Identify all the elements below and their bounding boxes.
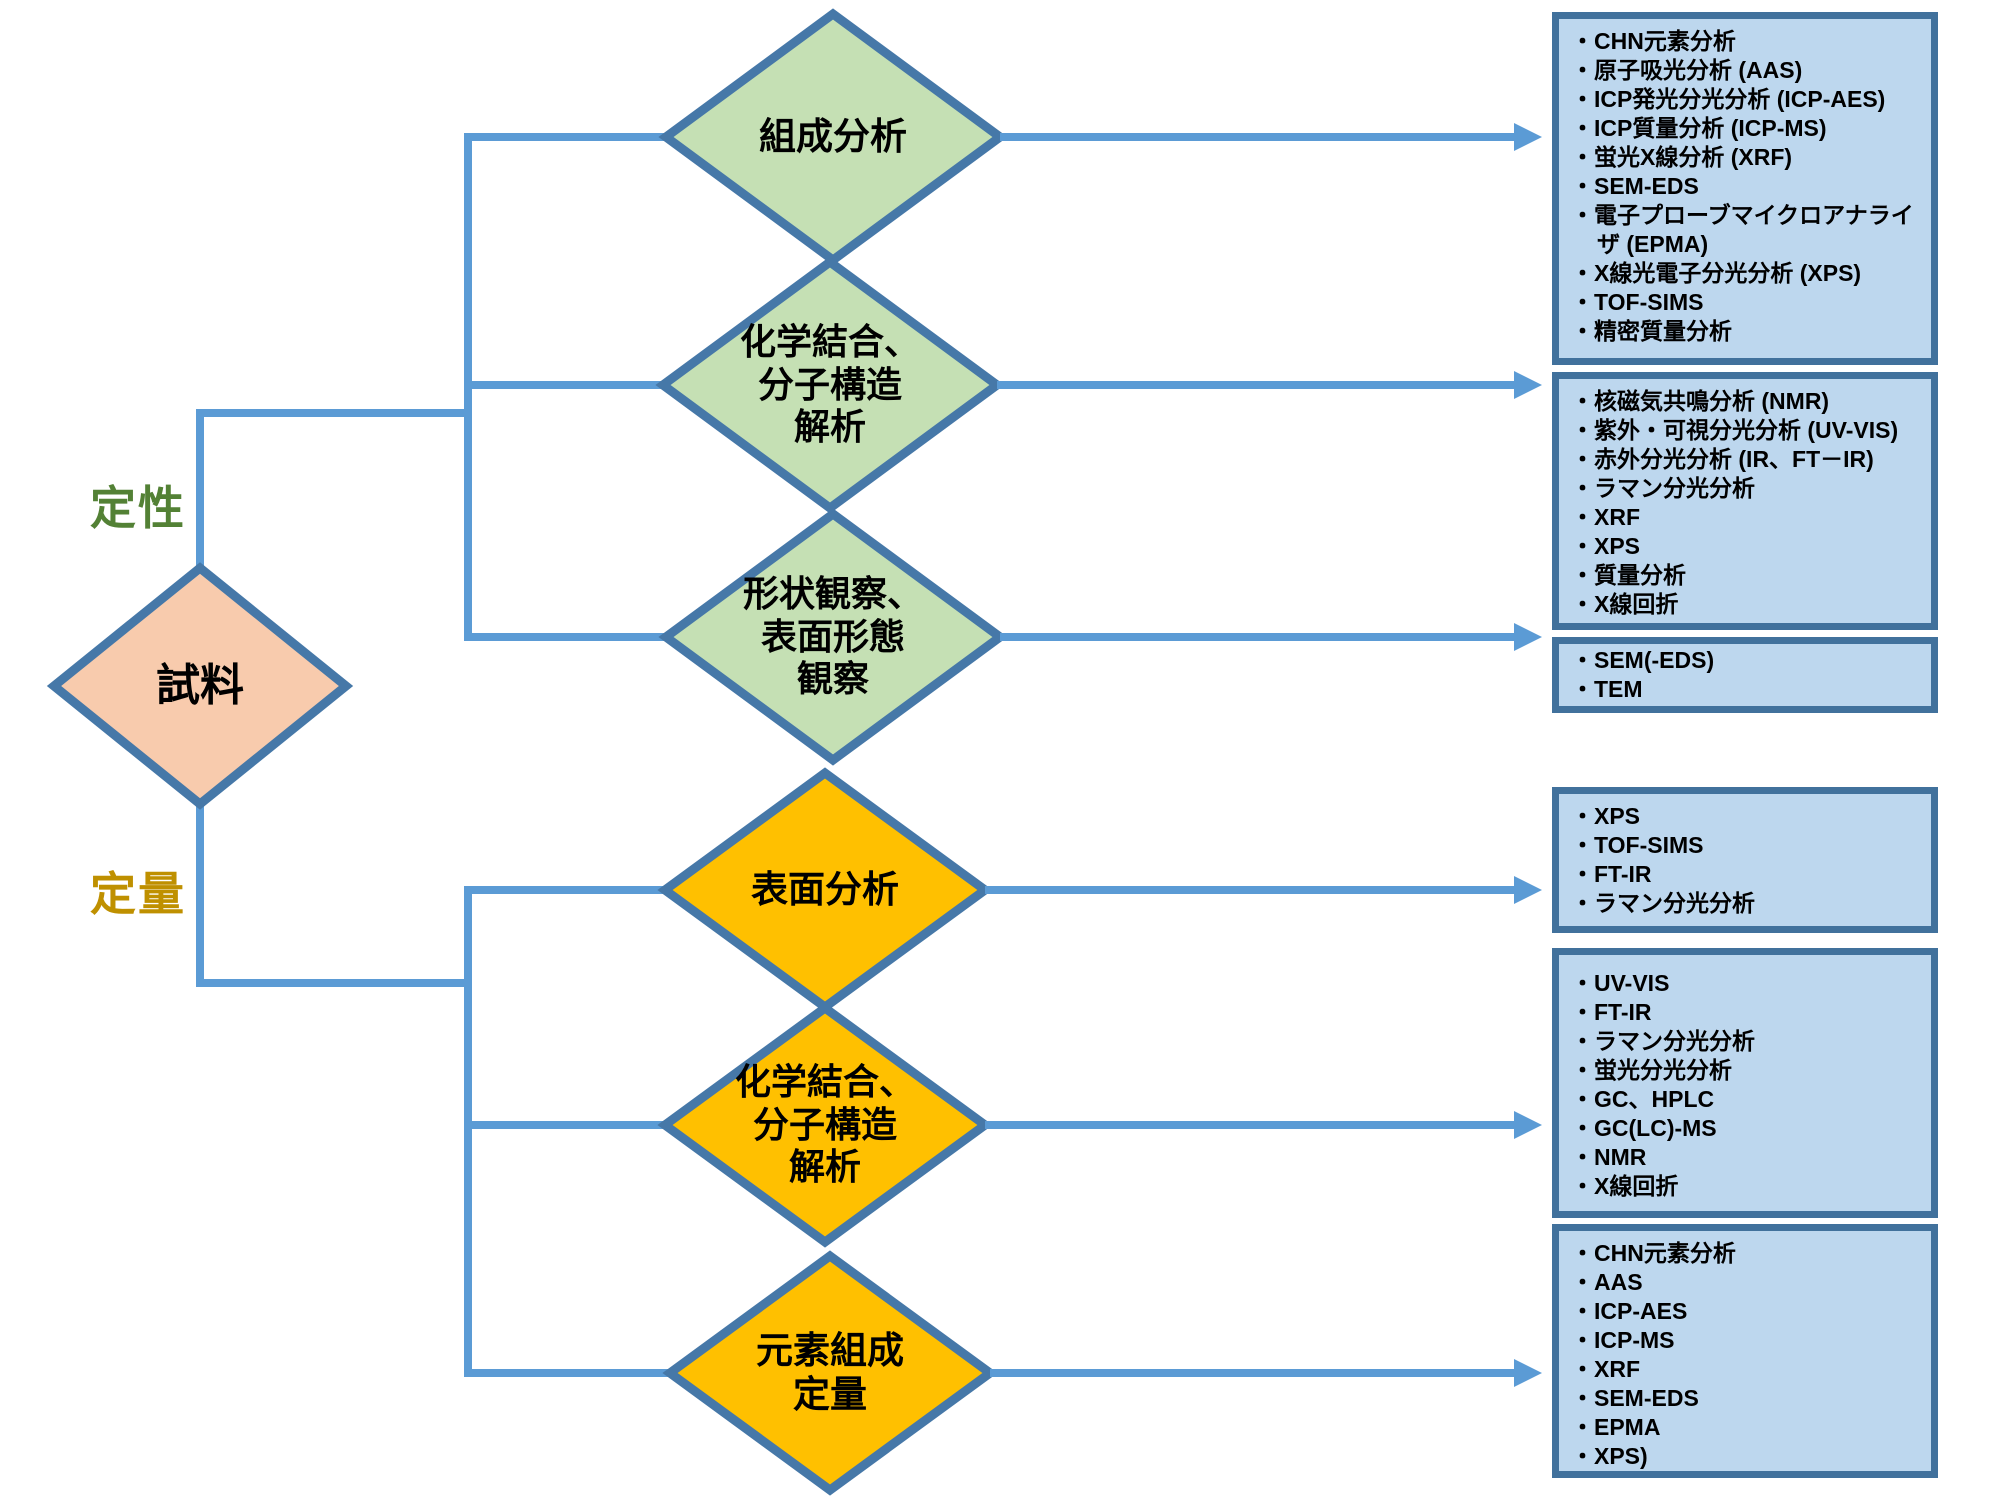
connector-line [464,886,472,1377]
method-item: ラマン分光分析 [1571,474,1925,503]
connector-line [464,1369,674,1377]
method-item: XPS) [1571,1442,1925,1471]
methods-box-bonding-qualitative: 核磁気共鳴分析 (NMR)紫外・可視分光分析 (UV-VIS)赤外分光分析 (I… [1552,372,1938,630]
methods-box-elemental: CHN元素分析AASICP-AESICP-MSXRFSEM-EDSEPMAXPS… [1552,1224,1938,1478]
method-item: ICP質量分析 (ICP-MS) [1571,114,1925,143]
diamond-composition-analysis: 組成分析 [658,6,1008,268]
diamond-shape [662,1250,998,1496]
method-item: UV-VIS [1571,969,1925,998]
arrow-head [1514,371,1542,399]
method-item: 赤外分光分析 (IR、FT－IR) [1571,445,1925,474]
diamond-shape-observation: 形状観察、 表面形態 観察 [658,506,1008,768]
methods-box-observation: SEM(-EDS)TEM [1552,637,1938,713]
diamond-label: 元素組成 定量 [756,1330,904,1415]
connector-line [196,413,204,570]
arrow-head [1514,123,1542,151]
methods-box-bonding-quantitative: UV-VISFT-IRラマン分光分析蛍光分光分析GC、HPLCGC(LC)-MS… [1552,948,1938,1218]
sample-diamond-label: 試料 [156,661,244,711]
method-item: ICP-MS [1571,1326,1925,1355]
arrow-head [1514,1111,1542,1139]
arrow-line [985,886,1516,894]
diamond-label: 形状観察、 表面形態 観察 [742,573,923,700]
method-item: 質量分析 [1571,561,1925,590]
method-item: XRF [1571,1355,1925,1384]
diamond-elemental-quantification: 元素組成 定量 [662,1248,998,1498]
methods-list: UV-VISFT-IRラマン分光分析蛍光分光分析GC、HPLCGC(LC)-MS… [1559,955,1931,1201]
arrow-line [997,381,1516,389]
method-item: SEM-EDS [1571,1384,1925,1413]
qualitative-branch-label: 定性 [90,482,186,534]
method-item: SEM(-EDS) [1571,646,1925,675]
diamond-label: 化学結合、 分子構造 解析 [739,321,920,448]
diamond-shape [657,1002,993,1248]
diamond-surface-analysis: 表面分析 [657,765,993,1015]
method-item: XPS [1571,532,1925,561]
method-item: TOF-SIMS [1571,831,1925,860]
method-item: X線光電子分光分析 (XPS) [1571,259,1925,288]
arrow-line [985,1121,1516,1129]
diamond-shape [658,508,1008,766]
methods-list: SEM(-EDS)TEM [1559,644,1931,704]
connector-line [196,979,472,987]
method-item: 電子プローブマイクロアナライザ (EPMA) [1571,201,1925,259]
method-item: 核磁気共鳴分析 (NMR) [1571,387,1925,416]
method-item: EPMA [1571,1413,1925,1442]
arrow-line [1000,633,1516,641]
method-item: 原子吸光分析 (AAS) [1571,56,1925,85]
method-item: SEM-EDS [1571,172,1925,201]
method-item: XRF [1571,503,1925,532]
method-item: CHN元素分析 [1571,1239,1925,1268]
connector-line [464,381,666,389]
connector-line [464,886,669,894]
method-item: X線回折 [1571,590,1925,619]
methods-box-surface: XPSTOF-SIMSFT-IRラマン分光分析 [1552,787,1938,933]
method-item: X線回折 [1571,1172,1925,1201]
method-item: TEM [1571,675,1925,704]
method-item: ICP-AES [1571,1297,1925,1326]
method-item: FT-IR [1571,860,1925,889]
connector-line [464,133,670,141]
diamond-chemical-bonding-quantitative: 化学結合、 分子構造 解析 [657,1000,993,1250]
connector-line [196,409,472,417]
arrow-head [1514,623,1542,651]
connector-line [196,802,204,987]
method-item: FT-IR [1571,998,1925,1027]
methods-list: XPSTOF-SIMSFT-IRラマン分光分析 [1559,794,1931,918]
connector-line [464,633,670,641]
method-item: 蛍光X線分析 (XRF) [1571,143,1925,172]
arrow-head [1514,876,1542,904]
methods-list: CHN元素分析AASICP-AESICP-MSXRFSEM-EDSEPMAXPS… [1559,1231,1931,1471]
diamond-label: 化学結合、 分子構造 解析 [734,1061,915,1188]
method-item: GC(LC)-MS [1571,1114,1925,1143]
diamond-label: 表面分析 [751,869,899,911]
method-item: NMR [1571,1143,1925,1172]
diamond-label: 組成分析 [759,116,907,158]
connector-line [464,1121,669,1129]
method-item: CHN元素分析 [1571,27,1925,56]
sample-diamond-shape [46,562,354,810]
method-item: TOF-SIMS [1571,288,1925,317]
method-item: ラマン分光分析 [1571,1027,1925,1056]
arrow-head [1514,1359,1542,1387]
quantitative-branch-label: 定量 [90,868,186,920]
arrow-line [990,1369,1516,1377]
diamond-shape [655,256,1005,514]
method-item: AAS [1571,1268,1925,1297]
diamond-chemical-bonding-qualitative: 化学結合、 分子構造 解析 [655,254,1005,516]
method-item: GC、HPLC [1571,1085,1925,1114]
arrow-line [1000,133,1516,141]
methods-list: 核磁気共鳴分析 (NMR)紫外・可視分光分析 (UV-VIS)赤外分光分析 (I… [1559,379,1931,619]
method-item: 精密質量分析 [1571,317,1925,346]
method-item: ICP発光分光分析 (ICP-AES) [1571,85,1925,114]
method-item: 蛍光分光分析 [1571,1056,1925,1085]
methods-box-composition: CHN元素分析原子吸光分析 (AAS)ICP発光分光分析 (ICP-AES)IC… [1552,12,1938,365]
methods-list: CHN元素分析原子吸光分析 (AAS)ICP発光分光分析 (ICP-AES)IC… [1559,19,1931,346]
method-item: XPS [1571,802,1925,831]
sample-diamond: 試料 [46,560,354,812]
method-item: ラマン分光分析 [1571,889,1925,918]
method-item: 紫外・可視分光分析 (UV-VIS) [1571,416,1925,445]
